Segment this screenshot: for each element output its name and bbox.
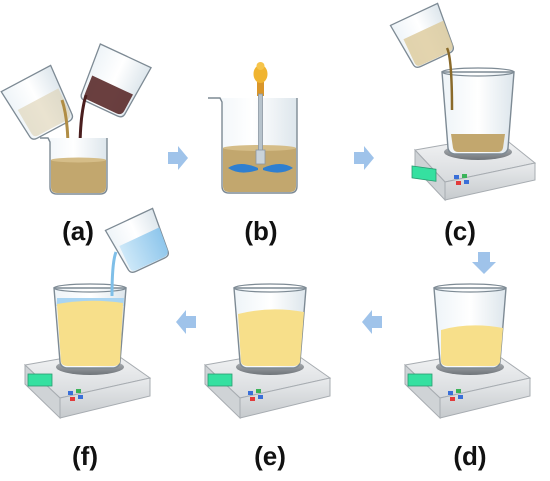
button-green <box>462 174 467 178</box>
arrow-right-icon <box>354 146 374 170</box>
liquid-yellow-f <box>57 300 123 366</box>
panel-c <box>389 2 537 202</box>
beaker-c <box>441 67 515 155</box>
beaker-e <box>233 283 307 369</box>
beaker-a <box>40 137 108 195</box>
button-green <box>456 389 461 393</box>
panel-b <box>208 62 298 194</box>
button-blue <box>258 395 263 399</box>
panel-a <box>0 43 152 195</box>
panel-e <box>203 283 332 420</box>
pour-stream-c <box>445 47 454 111</box>
pour-stream-blue <box>110 251 118 297</box>
pouring-beaker-f <box>104 207 169 273</box>
arrow-left-icon <box>176 310 196 334</box>
panel-f <box>23 207 169 420</box>
pouring-beaker-right <box>80 43 152 118</box>
display-screen <box>27 373 53 387</box>
button-blue <box>454 175 459 179</box>
liquid-yellow-d <box>441 325 503 366</box>
pouring-beaker-c <box>389 2 454 68</box>
panel-label-e: (e) <box>254 441 286 471</box>
beaker-f <box>53 283 127 369</box>
button-blue <box>464 180 469 184</box>
stirrer-blade-left <box>228 164 258 173</box>
button-red <box>250 397 255 401</box>
liquid-brown-a <box>51 160 106 193</box>
button-blue <box>458 395 463 399</box>
liquid-brown-c <box>451 134 505 152</box>
beaker-d <box>433 283 507 369</box>
arrow-left-icon <box>362 310 382 334</box>
liquid-brown-b <box>223 148 296 192</box>
panel-label-d: (d) <box>453 441 486 471</box>
button-red <box>450 397 455 401</box>
display-screen <box>207 373 233 387</box>
stirrer-blade-right <box>263 164 293 173</box>
arrow-down-icon <box>472 252 496 274</box>
panel-label-c: (c) <box>444 216 476 246</box>
button-red <box>70 397 75 401</box>
display-screen <box>407 373 433 387</box>
button-blue <box>448 391 453 395</box>
liquid-yellow-e <box>238 309 304 366</box>
button-red <box>456 181 461 185</box>
button-blue <box>68 391 73 395</box>
display-screen <box>411 165 437 182</box>
overhead-stirrer <box>228 62 293 173</box>
panel-label-b: (b) <box>244 216 277 246</box>
pouring-beaker-left <box>0 64 74 140</box>
button-blue <box>248 391 253 395</box>
arrow-right-icon <box>168 146 188 170</box>
button-green <box>256 389 261 393</box>
button-green <box>76 389 81 393</box>
panel-label-a: (a) <box>62 216 94 246</box>
button-blue <box>78 395 83 399</box>
panel-d <box>403 283 532 420</box>
beaker-b <box>208 97 298 194</box>
panel-label-f: (f) <box>72 441 98 471</box>
